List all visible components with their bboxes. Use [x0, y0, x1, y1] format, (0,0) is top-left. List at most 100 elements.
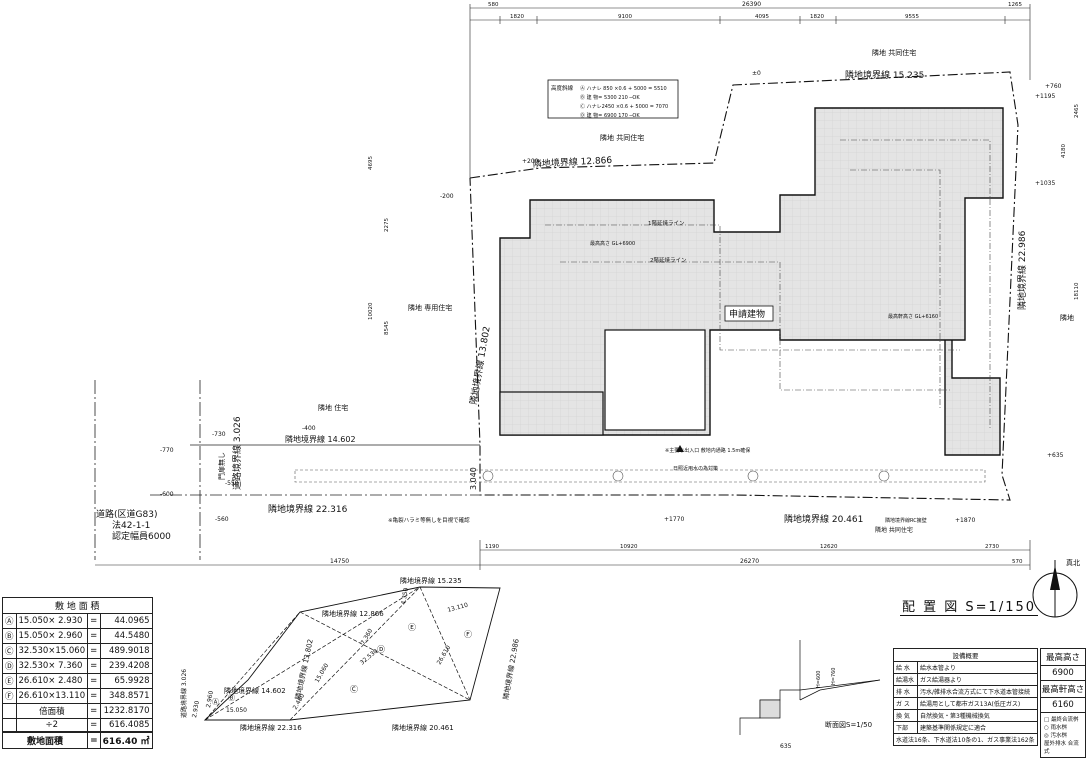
- dim-right-b: 4180: [1061, 144, 1067, 158]
- level-8: -730: [212, 431, 226, 438]
- level-1: +200: [522, 158, 539, 165]
- site-area-table: 敷 地 面 積 Ⓐ 15.050× 2.930 = 44.0965 Ⓑ 15.0…: [1, 597, 153, 749]
- dim-top-4: 4095: [755, 14, 769, 20]
- dim-bottom-4: 2730: [985, 544, 999, 550]
- tri-west: 隣地境界線 13.802: [293, 638, 315, 700]
- table-row: 給 水給水本管より: [893, 661, 1039, 674]
- area-table-title: 敷 地 面 積: [2, 597, 153, 614]
- level-7: -400: [302, 425, 316, 432]
- boundary-south-mid: 隣地境界線 22.316: [268, 503, 348, 515]
- max-height-label: 最高高さ: [1041, 649, 1085, 666]
- building-void: [604, 329, 706, 431]
- annotation-max-height: 最高高さ GL+6900: [590, 240, 635, 247]
- area-total-value: 616.40 ㎡: [99, 731, 153, 749]
- equip-key: 給湯水: [893, 673, 918, 686]
- area-double-eq: =: [87, 703, 101, 719]
- annotation-sunlight: 日照近用水の為対策: [673, 465, 718, 472]
- level-4: -550: [225, 480, 239, 487]
- legend-item: 屋外排水 合流式: [1044, 741, 1079, 755]
- equip-key: 給 水: [893, 661, 918, 674]
- tri-d7: 4.350: [400, 587, 410, 605]
- area-total-label: 敷地面積: [1, 731, 89, 749]
- equip-value: 建築基準関係規定に適合: [916, 721, 1039, 734]
- table-row: 換 気自然換気・第3種機械換気: [893, 709, 1039, 722]
- tri-letter-d: Ⓓ: [377, 645, 385, 654]
- level-2: -200: [440, 193, 454, 200]
- equip-key: 換 気: [893, 709, 918, 722]
- dim-bottom-left: 14750: [330, 558, 349, 565]
- area-half-value: 616.4085: [99, 718, 153, 733]
- table-row: Ⓐ 15.050× 2.930 = 44.0965: [2, 613, 153, 629]
- legend-item: ◎ 汚水桝: [1044, 733, 1068, 739]
- boundary-north: 隣地境界線 15.235: [845, 69, 924, 81]
- equip-value: 汚水/雑排水合流方式にて下水道本管接続: [916, 685, 1039, 698]
- area-row-label: Ⓕ: [2, 688, 17, 704]
- area-row-value: 239.4208: [99, 658, 153, 674]
- table-row: Ⓕ 26.610×13.110 = 348.8571: [2, 688, 153, 704]
- level-11: -560: [215, 516, 229, 523]
- tri-d1: 15.050: [226, 707, 247, 714]
- plan-title: 配 置 図 S=1/150: [900, 596, 1039, 616]
- area-row-eq: =: [87, 688, 101, 704]
- tri-letter-f: Ⓕ: [464, 630, 472, 639]
- dim-top-6: 9555: [905, 14, 919, 20]
- boundary-east: 隣地境界線 22.986: [1016, 230, 1028, 310]
- level-10: -600: [160, 491, 174, 498]
- dim-top-2: 1820: [510, 14, 524, 20]
- area-double-label: 倍面積: [15, 703, 89, 719]
- tri-letter-c: Ⓒ: [350, 685, 358, 694]
- annotation-crack-check: ※亀裂ハラミ等無しを目視で確認: [388, 516, 470, 524]
- annotation-fire-2f: 2階延焼ライン: [650, 256, 687, 264]
- equipment-title: 設備概要: [893, 648, 1038, 662]
- dim-right-a: 2465: [1074, 104, 1080, 118]
- tri-north-west: 隣地境界線 12.866: [322, 609, 384, 618]
- section-dim-2: H=600: [816, 671, 822, 689]
- bottom-dimension-lines: [95, 540, 1031, 570]
- area-row-value: 489.9018: [99, 643, 153, 659]
- legend-item: □ 最終合流桝: [1044, 717, 1079, 723]
- equip-value: ガス給湯器より: [916, 673, 1039, 686]
- tri-south-west: 隣地境界線 14.602: [224, 686, 286, 695]
- drain-channel: [294, 469, 986, 483]
- equip-value: 自然換気・第3種機械換気: [916, 709, 1039, 722]
- dim-left-d: 2275: [384, 218, 390, 232]
- dim-top-5: 1820: [810, 14, 824, 20]
- table-row: Ⓓ 32.530× 7.360 = 239.4208: [2, 658, 153, 674]
- area-row-value: 44.0965: [99, 613, 153, 629]
- fire-spread-lines: [545, 139, 991, 430]
- tri-south-east: 隣地境界線 20.461: [392, 723, 454, 732]
- site-boundary: [469, 71, 1019, 501]
- dim-left-c: 8545: [384, 321, 390, 335]
- neighbor-west: 隣地 専用住宅: [408, 303, 452, 312]
- road-name: 道路(区道G83): [96, 508, 157, 520]
- area-row-label: Ⓒ: [2, 643, 17, 659]
- level-13: +1035: [1035, 180, 1055, 187]
- area-row-expr: 32.530× 7.360: [15, 658, 89, 674]
- tri-d10: 2.960: [205, 690, 215, 708]
- dim-top-1: 580: [488, 2, 499, 8]
- section-dim-1: 635: [780, 743, 792, 750]
- area-row-value: 44.5480: [99, 628, 153, 644]
- dim-bottom-1: 1190: [485, 544, 499, 550]
- equip-key: 排 水: [893, 685, 918, 698]
- tri-d9: 2.930: [191, 700, 201, 718]
- tri-road: 道路境界線 3.026: [180, 669, 188, 718]
- road-side-setback: 門扉無し: [217, 452, 226, 480]
- max-height-value: 6900: [1041, 666, 1085, 681]
- equip-key: 下部: [893, 721, 918, 734]
- drain-legend: □ 最終合流桝 ○ 雨水桝 ◎ 汚水桝 屋外排水 合流式: [1041, 713, 1085, 757]
- table-row: 排 水汚水/雑排水合流方式にて下水道本管接続: [893, 685, 1039, 698]
- height-legend-title: 高度斜線: [551, 84, 574, 92]
- tri-east: 隣地境界線 22.986: [501, 637, 521, 700]
- equip-value: 給水本管より: [916, 661, 1039, 674]
- area-row-eq: =: [87, 613, 101, 629]
- area-row-label: Ⓐ: [2, 613, 17, 629]
- equip-value: 給湯用として都市ガス13A(低圧ガス): [916, 697, 1039, 710]
- dim-left-b: 10020: [368, 302, 374, 320]
- legend-item: ○ 雨水桝: [1044, 725, 1068, 731]
- tri-letter-a: Ⓐ: [212, 698, 219, 706]
- level-0: ±0: [752, 70, 761, 77]
- area-half-label: ÷2: [15, 718, 89, 733]
- neighbor-south-west: 隣地 住宅: [318, 403, 348, 412]
